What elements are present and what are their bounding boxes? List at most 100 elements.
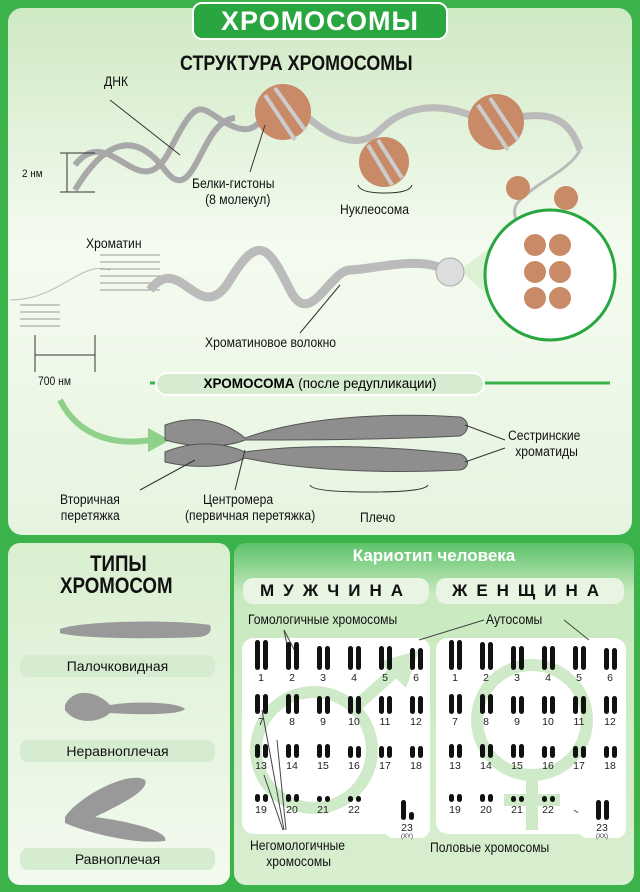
chromosome-number: 20 [286, 804, 298, 816]
male-chromosome-pair: 8 [277, 684, 307, 728]
chromosome-number: 12 [604, 716, 616, 728]
male-chromosome-pair: 7 [246, 684, 276, 728]
chromosome-icon [164, 414, 468, 472]
structure-illustration [9, 84, 617, 493]
chromosome-number: 7 [258, 716, 264, 728]
chromosome-number: 22 [542, 804, 554, 816]
type-rod: Палочковидная [20, 655, 215, 677]
sex-chromosomes-label: Половые хромосомы [430, 840, 550, 855]
female-chromosome-pair: 5 [564, 640, 594, 684]
female-chromosome-pair: 4 [533, 640, 563, 684]
male-banner: МУЖЧИНА [243, 578, 429, 604]
female-chromosome-pair: 12 [595, 684, 625, 728]
chromosome-number: 5 [382, 672, 388, 684]
homologous-label: Гомологичные хромосомы [248, 612, 398, 627]
chromosome-number: 1 [258, 672, 264, 684]
chromosome-number: 17 [573, 760, 585, 772]
male-chromosome-pair: 17 [370, 728, 400, 772]
male-chromosome-pair: 20 [277, 772, 307, 816]
chromosome-number: 2 [289, 672, 295, 684]
chromosome-number: 12 [410, 716, 422, 728]
chromosome-number: 11 [573, 716, 585, 728]
width-700nm-label: 700 нм [38, 376, 71, 388]
male-chromosome-pair: 2 [277, 640, 307, 684]
chromosome-number: 15 [511, 760, 523, 772]
centromere-line2: (первичная перетяжка) [185, 508, 316, 523]
female-chromosome-pair: 19 [440, 772, 470, 816]
chromosome-number: 22 [348, 804, 360, 816]
chromatin-fiber-icon [146, 245, 448, 309]
male-chromosome-pair: 19 [246, 772, 276, 816]
nucleosome-label: Нуклеосома [340, 202, 409, 217]
male-chromosome-pair: 22 [339, 772, 369, 816]
chromatin-icon [20, 254, 160, 327]
chromosome-number: 4 [351, 672, 357, 684]
histones-label: Белки-гистоны(8 молекул) [192, 176, 274, 208]
male-chromosome-pair: 16 [339, 728, 369, 772]
male-chromosome-pair: 6 [401, 640, 431, 684]
chromosome-number: 16 [348, 760, 360, 772]
male-chromosome-pair: 11 [370, 684, 400, 728]
chromosome-number: 16 [542, 760, 554, 772]
page-title: ХРОМОСОМЫ [192, 2, 448, 40]
male-chromosome-pair: 4 [339, 640, 369, 684]
chromosome-banner: ХРОМОСОМА (после редупликации) [155, 372, 485, 396]
chromosome-number: 18 [410, 760, 422, 772]
chromosome-number: 8 [289, 716, 295, 728]
female-chromosome-pair: 22 [533, 772, 563, 816]
chromosome-number: 19 [449, 804, 461, 816]
nonhomologous-line1: Негомологичные [250, 838, 346, 853]
female-chromosome-pair: 3 [502, 640, 532, 684]
dna-pointer [109, 99, 181, 156]
metacentric-chromosome-icon [65, 777, 166, 842]
chromosome-number: 5 [576, 672, 582, 684]
types-heading-line1: ТИПЫ [90, 551, 147, 576]
histones-line2: (8 молекул) [205, 192, 271, 207]
nonhomologous-line2: хромосомы [266, 854, 331, 869]
male-sex-box [384, 784, 430, 838]
female-chromosome-pair: 15 [502, 728, 532, 772]
chromosome-number: 10 [348, 716, 360, 728]
chromosome-number: 8 [483, 716, 489, 728]
female-chromosome-pair: 9 [502, 684, 532, 728]
types-heading-line2: ХРОМОСОМ [60, 573, 173, 598]
centromere-line1: Центромера [203, 492, 274, 507]
chromosome-number: 11 [379, 716, 391, 728]
chromatin-fiber-label: Хроматиновое волокно [205, 335, 337, 350]
chromosome-number: 13 [449, 760, 461, 772]
male-chromosome-pair: 1 [246, 640, 276, 684]
chromosome-number: 20 [480, 804, 492, 816]
sister-line2: хроматиды [515, 444, 578, 459]
type-unequal-arm: Неравноплечая [20, 740, 215, 762]
chromosome-number: 14 [286, 760, 298, 772]
width-2nm-label: 2 нм [22, 168, 43, 180]
secondary-line1: Вторичная [60, 492, 120, 507]
male-chromosome-pair: 5 [370, 640, 400, 684]
female-chromosome-pair: 8 [471, 684, 501, 728]
female-chromosome-pair: 6 [595, 640, 625, 684]
female-chromosome-pair: 1 [440, 640, 470, 684]
chromosome-number: 2 [483, 672, 489, 684]
chromatin-label: Хроматин [86, 236, 142, 251]
karyotype-heading: Кариотип человека [352, 546, 516, 565]
female-chromosome-pair: 14 [471, 728, 501, 772]
female-banner: ЖЕНЩИНА [436, 578, 624, 604]
female-chromosome-pair: 18 [595, 728, 625, 772]
female-chromosome-pair: 16 [533, 728, 563, 772]
arm-label: Плечо [360, 510, 396, 525]
nucleosome-icon [255, 84, 578, 210]
chromosome-number: 3 [514, 672, 520, 684]
female-chromosome-pair: 10 [533, 684, 563, 728]
female-chromosome-pair: 20 [471, 772, 501, 816]
type-equal-arm: Равноплечая [20, 848, 215, 870]
chromosome-note: (после редупликации) [298, 376, 437, 391]
male-chromosome-pair: 13 [246, 728, 276, 772]
male-chromosome-pair: 12 [401, 684, 431, 728]
centromere-label: Центромера(первичная перетяжка) [185, 492, 315, 524]
chromosome-number: 6 [607, 672, 613, 684]
male-chromosome-pair: 18 [401, 728, 431, 772]
male-chromosome-pair: 21 [308, 772, 338, 816]
chromosome-number: 13 [255, 760, 267, 772]
